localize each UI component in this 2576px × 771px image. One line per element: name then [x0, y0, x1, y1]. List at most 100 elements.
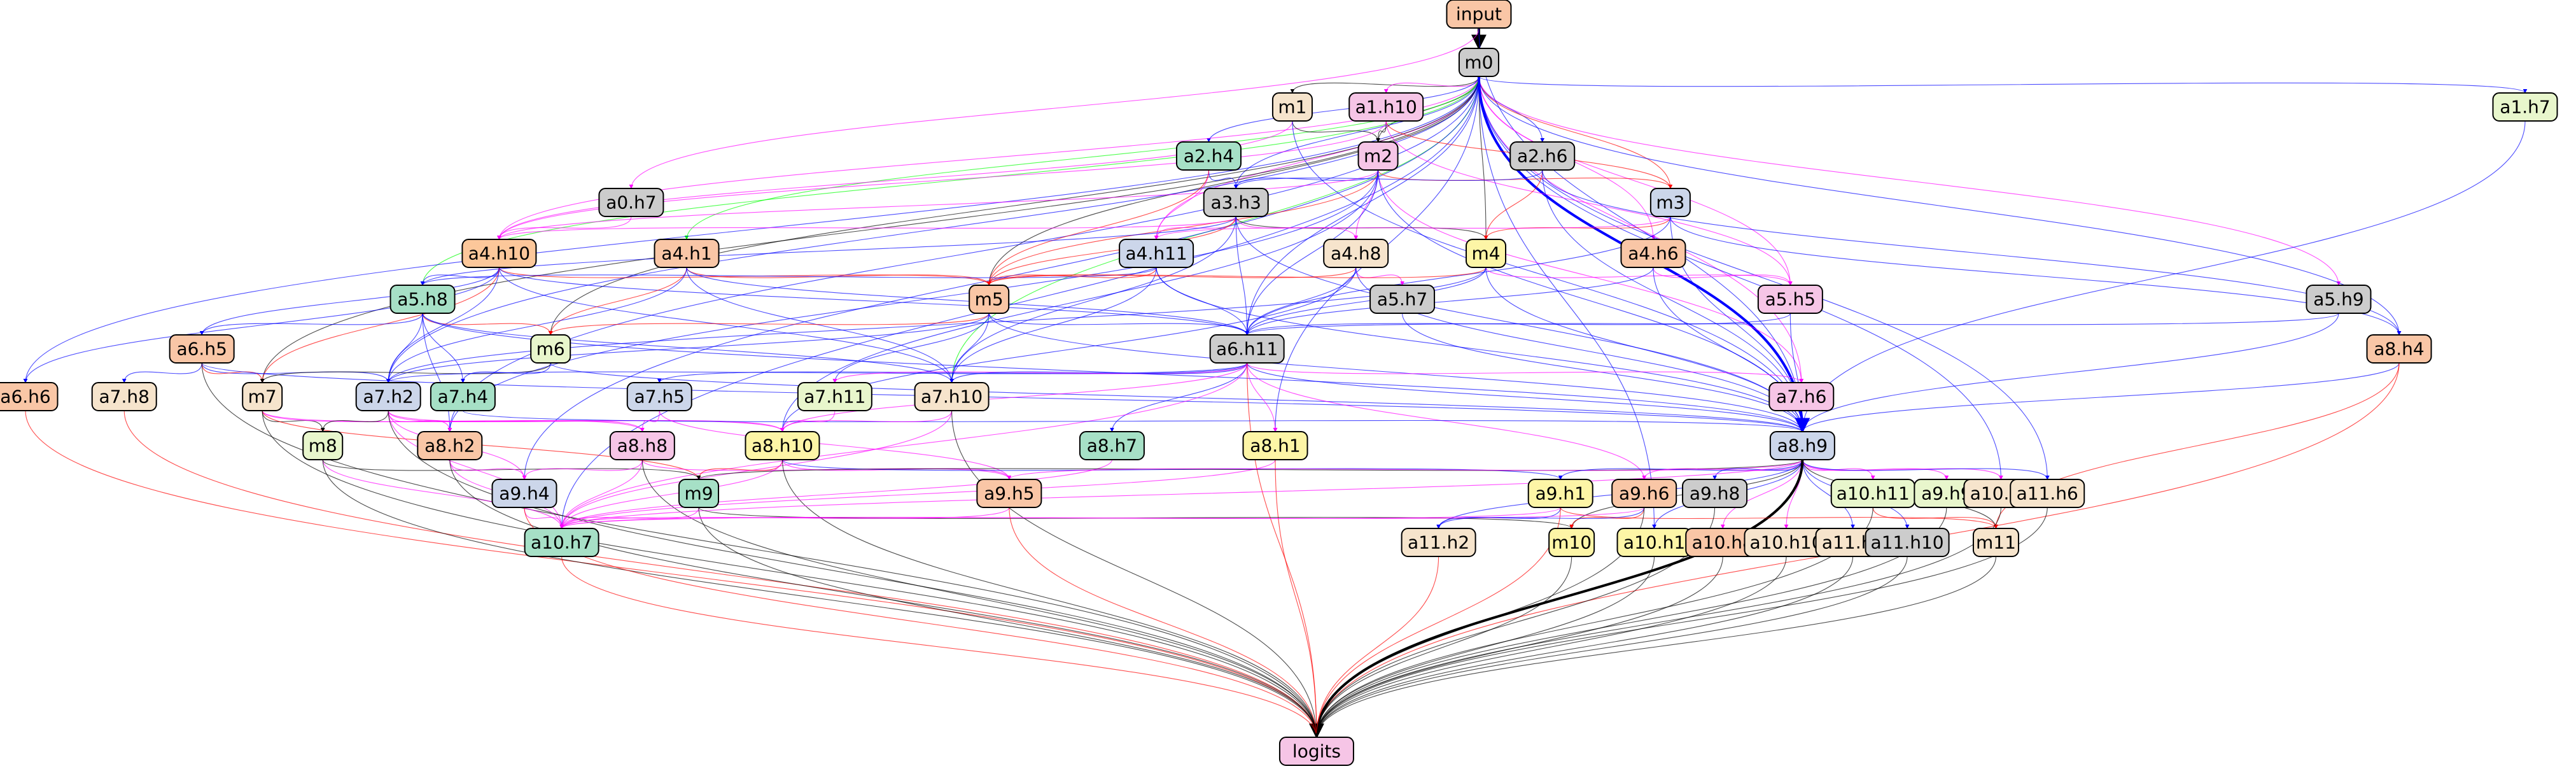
edge-m2-to-a6-h11 — [1245, 169, 1379, 336]
node-a8-h8[interactable]: a8.h8 — [609, 431, 675, 460]
node-label: m2 — [1364, 146, 1392, 167]
node-label: a1.h10 — [1355, 97, 1417, 118]
node-a7-h2[interactable]: a7.h2 — [355, 382, 421, 411]
node-a9-h9[interactable]: a9.h9 — [1914, 479, 1980, 508]
node-a9-h5[interactable]: a9.h5 — [976, 479, 1042, 508]
node-m8[interactable]: m8 — [302, 431, 344, 460]
edge-m5-to-a7-h11 — [832, 313, 990, 383]
node-a9-h8[interactable]: a9.h8 — [1682, 479, 1748, 508]
node-a7-h4[interactable]: a7.h4 — [430, 382, 496, 411]
node-a6-h11[interactable]: a6.h11 — [1209, 334, 1285, 364]
edge-m4-to-a8-h9 — [1485, 267, 1805, 432]
node-a5-h8[interactable]: a5.h8 — [389, 285, 456, 314]
node-a9-h4[interactable]: a9.h4 — [491, 479, 557, 508]
node-m4[interactable]: m4 — [1466, 239, 1507, 268]
node-a6-h6[interactable]: a6.h6 — [0, 382, 59, 411]
node-a9-h6[interactable]: a9.h6 — [1611, 479, 1677, 508]
edge-m0-to-m1 — [1290, 76, 1480, 94]
node-a10-h1[interactable]: a10.h1 — [1616, 528, 1692, 557]
edge-a9-h5-to-logits — [1009, 507, 1319, 738]
node-box — [598, 188, 664, 217]
node-label: a4.h11 — [1125, 243, 1187, 264]
node-a8-h9[interactable]: a8.h9 — [1769, 431, 1835, 460]
node-box — [430, 382, 496, 411]
node-a11-h10[interactable]: a11.h10 — [1865, 528, 1950, 557]
node-a0-h7[interactable]: a0.h7 — [598, 188, 664, 217]
node-box — [461, 239, 537, 268]
node-a5-h5[interactable]: a5.h5 — [1757, 285, 1823, 314]
node-m9[interactable]: m9 — [678, 479, 720, 508]
node-a8-h7[interactable]: a8.h7 — [1079, 431, 1145, 460]
node-a9-h1[interactable]: a9.h1 — [1527, 479, 1593, 508]
edge-m0-to-m6 — [548, 76, 1480, 336]
node-a8-h2[interactable]: a8.h2 — [417, 431, 483, 460]
node-label: a5.h9 — [2313, 289, 2363, 310]
node-box — [678, 479, 720, 508]
node-m1[interactable]: m1 — [1271, 92, 1313, 122]
node-a4-h10[interactable]: a4.h10 — [461, 239, 537, 268]
node-a7-h8[interactable]: a7.h8 — [91, 382, 157, 411]
node-a7-h6[interactable]: a7.h6 — [1768, 382, 1835, 411]
node-input[interactable]: input — [1446, 0, 1512, 29]
node-a11-h2[interactable]: a11.h2 — [1401, 528, 1476, 557]
node-m2[interactable]: m2 — [1357, 141, 1399, 171]
node-box — [1972, 528, 2019, 557]
edge-a4-h8-to-m5 — [986, 267, 1357, 286]
node-m6[interactable]: m6 — [530, 334, 571, 364]
node-box — [1611, 479, 1677, 508]
edge-m2-to-a7-h6 — [1378, 169, 1804, 383]
edge-a3-h3-to-a4-h10 — [497, 216, 1236, 240]
node-m0[interactable]: m0 — [1458, 48, 1499, 77]
node-a8-h4[interactable]: a8.h4 — [2366, 334, 2432, 364]
node-label: logits — [1292, 741, 1341, 762]
edge-a7-h5-to-a9-h5 — [659, 410, 1012, 480]
edge-a8-h9-to-a9-h9 — [1802, 459, 1949, 480]
node-a3-h3[interactable]: a3.h3 — [1203, 188, 1269, 217]
edge-a1-h7-to-a8-h9 — [1800, 120, 2526, 432]
node-a10-h11[interactable]: a10.h11 — [1830, 479, 1915, 508]
edge-a6-h5-to-logits — [201, 362, 1319, 738]
edge-m5-to-a8-h9 — [988, 313, 1805, 432]
node-box — [745, 431, 820, 460]
node-a4-h8[interactable]: a4.h8 — [1323, 239, 1389, 268]
node-a4-h1[interactable]: a4.h1 — [654, 239, 720, 268]
node-a5-h7[interactable]: a5.h7 — [1369, 285, 1436, 314]
edge-a7-h2-to-logits — [388, 410, 1319, 738]
node-m7[interactable]: m7 — [242, 382, 283, 411]
node-label: a0.h7 — [606, 192, 656, 213]
node-label: m0 — [1464, 52, 1493, 73]
node-m3[interactable]: m3 — [1649, 188, 1691, 217]
node-box — [1509, 141, 1576, 171]
node-a1-h7[interactable]: a1.h7 — [2492, 92, 2558, 122]
node-m5[interactable]: m5 — [969, 285, 1010, 314]
node-a5-h9[interactable]: a5.h9 — [2306, 285, 2372, 314]
node-a7-h11[interactable]: a7.h11 — [797, 382, 872, 411]
node-a4-h11[interactable]: a4.h11 — [1119, 239, 1194, 268]
node-a8-h10[interactable]: a8.h10 — [745, 431, 820, 460]
node-a2-h6[interactable]: a2.h6 — [1509, 141, 1576, 171]
node-m11[interactable]: m11 — [1972, 528, 2019, 557]
node-a1-h10[interactable]: a1.h10 — [1348, 92, 1424, 122]
edge-a9-h4-to-logits — [524, 507, 1319, 738]
node-label: m5 — [975, 289, 1004, 310]
node-a10-h7[interactable]: a10.h7 — [524, 528, 599, 557]
node-a7-h10[interactable]: a7.h10 — [914, 382, 990, 411]
edge-m8-to-m9 — [322, 459, 701, 480]
node-a10-h10[interactable]: a10.h10 — [1744, 528, 1829, 557]
edge-a5-h8-to-a6-h5 — [199, 313, 423, 336]
node-a4-h6[interactable]: a4.h6 — [1620, 239, 1686, 268]
node-a10-h8[interactable]: a10.h8 — [1685, 528, 1761, 557]
node-a6-h5[interactable]: a6.h5 — [169, 334, 235, 364]
node-a8-h1[interactable]: a8.h1 — [1242, 431, 1308, 460]
node-logits[interactable]: logits — [1278, 737, 1354, 766]
node-label: a10.h1 — [1623, 532, 1685, 553]
node-a2-h4[interactable]: a2.h4 — [1175, 141, 1242, 171]
edge-a4-h10-to-a7-h10 — [498, 267, 954, 383]
node-a11-h6[interactable]: a11.h6 — [2010, 479, 2085, 508]
edge-a4-h6-to-a5-h5 — [1653, 267, 1793, 286]
edge-a8-h10-to-a9-h1 — [781, 459, 1563, 480]
node-m10[interactable]: m10 — [1548, 528, 1595, 557]
edge-a9-h4-to-a10-h7 — [524, 507, 564, 529]
node-a7-h5[interactable]: a7.h5 — [626, 382, 692, 411]
edge-a5-h8-to-a8-h2 — [422, 313, 452, 432]
